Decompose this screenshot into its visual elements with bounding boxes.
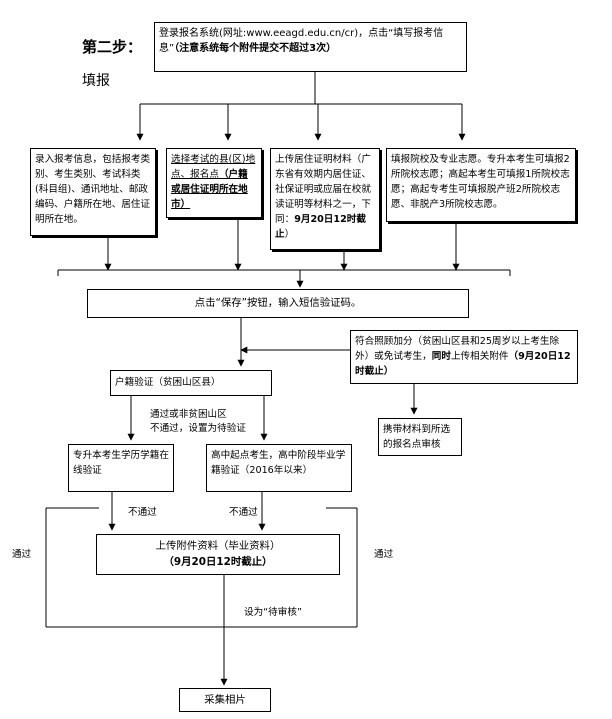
fill-choices-box: 填报院校及专业志愿。专升本考生可填报2所院校志愿；高起本考生可填报1所院校志愿；… xyxy=(386,148,576,222)
upload-residence-tail: ） xyxy=(284,229,295,240)
gz-verify-box: 高中起点考生，高中阶段毕业学籍验证（2016年以来） xyxy=(206,444,352,492)
choose-site-note: （户籍或居住证明所在地市） xyxy=(171,169,248,210)
label-fail-right: 不通过 xyxy=(229,507,258,518)
upload-residence-box: 上传居住证明材料（广东省有效期内居住证、社保证明或应届在校就读证明等材料之一，下… xyxy=(270,148,380,250)
label-fail-left: 不通过 xyxy=(128,507,157,518)
label-pass-left: 通过 xyxy=(12,549,32,560)
gz-verify-text: 高中起点考生，高中阶段毕业学籍验证（2016年以来） xyxy=(211,450,346,476)
bonus-same-time: 同时 xyxy=(431,351,451,362)
collect-photo-text: 采集相片 xyxy=(204,694,246,706)
carry-materials-text: 携带材料到所选的报名点审核 xyxy=(383,424,451,450)
choose-site-text: 选择考试的县(区)地点、报名点 xyxy=(171,154,256,180)
zsb-verify-box: 专升本考生学历学籍在线验证 xyxy=(68,444,174,492)
upload-residence-text: 上传居住证明材料（广东省有效期内居住证、社保证明或应届在校就读证明等材料之一，下… xyxy=(275,154,371,225)
bonus-text: 符合照顾加分（贫困山区县和25周岁以上考生除外）或免试考生， xyxy=(355,336,560,362)
label-pass-right: 通过 xyxy=(374,549,394,560)
bonus-text-2: 上传相关附件 xyxy=(450,351,509,362)
upload-residence-deadline: 9月20日12时截止 xyxy=(275,214,366,240)
step-heading: 第二步： xyxy=(82,38,143,56)
login-text: 登录报名系统(网址:www.eeagd.edu.cn/cr)，点击“填写报考信息… xyxy=(159,28,444,54)
collect-photo-box: 采集相片 xyxy=(179,688,271,712)
save-box: 点击“保存”按钮，输入短信验证码。 xyxy=(87,289,469,318)
carry-materials-box: 携带材料到所选的报名点审核 xyxy=(378,418,462,456)
attachment-limit-note: （注意系统每个附件提交不超过3次） xyxy=(174,43,337,54)
bonus-deadline: （9月20日12时截止） xyxy=(355,351,571,377)
upload-graduation-text: 上传附件资料（毕业资料） xyxy=(155,540,281,552)
login-box: 登录报名系统(网址:www.eeagd.edu.cn/cr)，点击“填写报考信息… xyxy=(154,22,467,72)
label-fail-set-pending: 不通过，设置为待验证 xyxy=(150,423,246,434)
enter-info-text: 录入报考信息，包括报考类别、考生类别、考试科类(科目组)、通讯地址、邮政编码、户… xyxy=(35,154,151,225)
step-subheading: 填报 xyxy=(82,73,110,89)
upload-graduation-deadline: （9月20日12时截止） xyxy=(163,556,273,568)
save-text: 点击“保存”按钮，输入短信验证码。 xyxy=(194,297,362,309)
label-set-pending-review: 设为“待审核” xyxy=(244,607,302,618)
fill-choices-text: 填报院校及专业志愿。专升本考生可填报2所院校志愿；高起本考生可填报1所院校志愿；… xyxy=(391,154,570,210)
enter-info-box: 录入报考信息，包括报考类别、考生类别、考试科类(科目组)、通讯地址、邮政编码、户… xyxy=(30,148,156,236)
huji-verify-text: 户籍验证（贫困山区县） xyxy=(115,377,221,388)
label-pass-or-nonpoor: 通过或非贫困山区 xyxy=(150,409,227,420)
bonus-box: 符合照顾加分（贫困山区县和25周岁以上考生除外）或免试考生，同时上传相关附件（9… xyxy=(350,330,578,384)
huji-verify-box: 户籍验证（贫困山区县） xyxy=(110,370,272,396)
upload-graduation-box: 上传附件资料（毕业资料） （9月20日12时截止） xyxy=(96,534,340,575)
zsb-verify-text: 专升本考生学历学籍在线验证 xyxy=(73,450,169,476)
choose-site-box: 选择考试的县(区)地点、报名点（户籍或居住证明所在地市） xyxy=(166,148,262,218)
